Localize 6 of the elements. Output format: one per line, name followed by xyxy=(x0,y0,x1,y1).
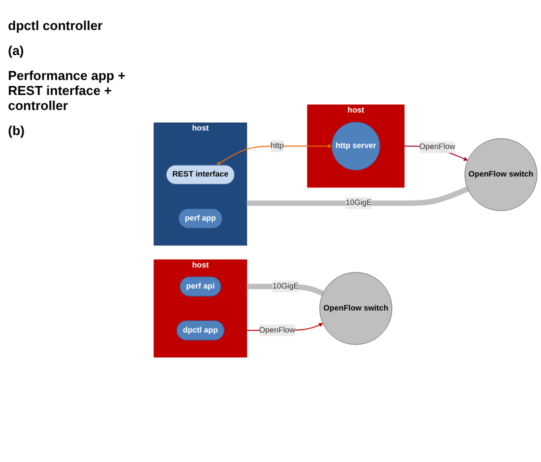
note-text: Performance app + REST interface + controller xyxy=(8,68,126,113)
arrow xyxy=(216,144,332,166)
note-text: (b) xyxy=(8,123,26,138)
note-text: (a) xyxy=(8,43,25,58)
note-text: dpctl controller xyxy=(8,18,104,33)
connector xyxy=(246,186,469,206)
